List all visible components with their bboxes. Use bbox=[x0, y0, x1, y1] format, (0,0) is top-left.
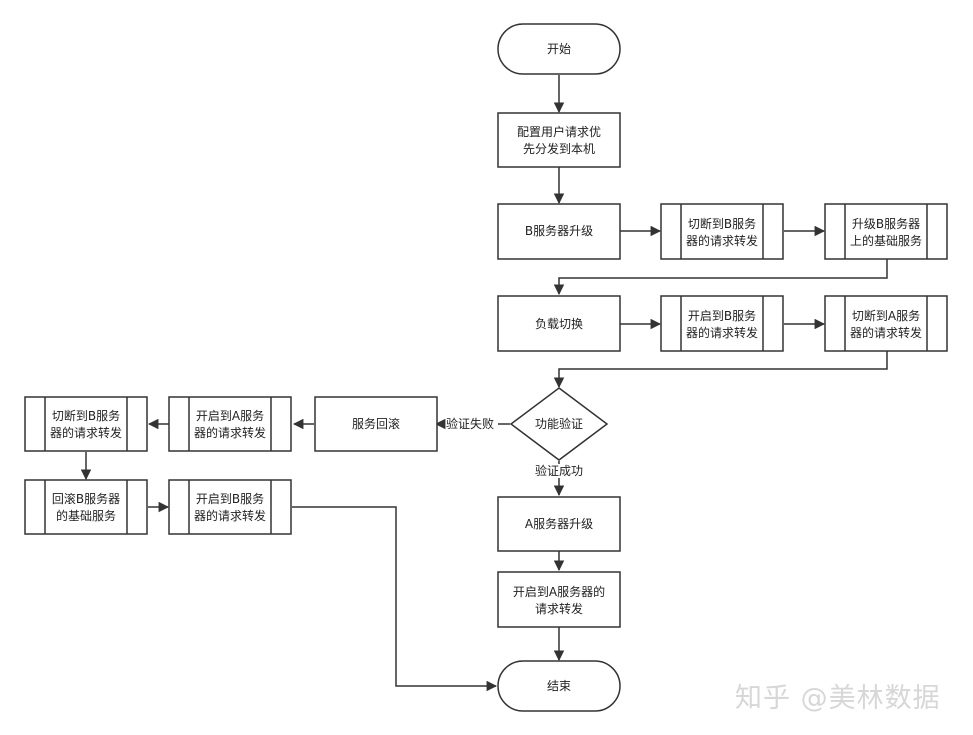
node-open-a-2-line1: 开启到A服务器的 bbox=[513, 584, 605, 599]
node-open-a-2-line2: 请求转发 bbox=[535, 601, 583, 616]
node-open-b-2-line1: 开启到B服务 bbox=[196, 491, 264, 506]
node-end-label: 结束 bbox=[547, 679, 571, 693]
edge-cuta-verify bbox=[553, 351, 888, 389]
node-load-switch-label: 负载切换 bbox=[535, 317, 583, 331]
node-open-a-1-line1: 开启到A服务 bbox=[196, 408, 264, 423]
node-upgrade-b-base-line2: 上的基础服务 bbox=[850, 233, 922, 248]
node-rollback-label: 服务回滚 bbox=[352, 416, 400, 431]
node-cut-b-1-line2: 器的请求转发 bbox=[686, 233, 758, 248]
node-open-b-2: 开启到B服务 器的请求转发 bbox=[168, 479, 292, 535]
edge-label-fail: 验证失败 bbox=[446, 416, 494, 431]
node-cut-b-2-line1: 切断到B服务 bbox=[52, 408, 120, 423]
node-rollback-b-base-line1: 回滚B服务器 bbox=[52, 491, 120, 506]
node-cut-b-2-line2: 器的请求转发 bbox=[50, 425, 122, 440]
node-cut-a-line2: 器的请求转发 bbox=[850, 325, 922, 340]
node-start: 开始 bbox=[497, 23, 621, 75]
edge-label-success: 验证成功 bbox=[535, 463, 583, 478]
node-open-a-1: 开启到A服务 器的请求转发 bbox=[168, 396, 292, 452]
node-cut-a: 切断到A服务 器的请求转发 bbox=[824, 295, 948, 352]
node-cut-b-1-line1: 切断到B服务 bbox=[688, 216, 756, 231]
node-open-b-line1: 开启到B服务 bbox=[688, 308, 756, 323]
node-open-b-line2: 器的请求转发 bbox=[686, 325, 758, 340]
node-open-a-2: 开启到A服务器的 请求转发 bbox=[497, 571, 621, 628]
edge-upgradebase-loadswitch bbox=[553, 259, 888, 296]
node-verify-label: 功能验证 bbox=[535, 416, 583, 431]
node-a-upgrade: A服务器升级 bbox=[497, 496, 621, 552]
node-cut-a-line1: 切断到A服务 bbox=[852, 308, 920, 323]
watermark: 知乎 @美林数据 bbox=[735, 683, 941, 714]
node-load-switch: 负载切换 bbox=[497, 295, 621, 352]
node-cut-b-2: 切断到B服务 器的请求转发 bbox=[24, 396, 148, 452]
node-end: 结束 bbox=[497, 660, 621, 712]
edges bbox=[80, 75, 888, 692]
node-b-upgrade-label: B服务器升级 bbox=[525, 223, 593, 238]
node-open-b-2-line2: 器的请求转发 bbox=[194, 508, 266, 523]
node-verify: 功能验证 bbox=[509, 387, 609, 461]
node-rollback-b-base: 回滚B服务器 的基础服务 bbox=[24, 479, 148, 535]
node-open-b: 开启到B服务 器的请求转发 bbox=[660, 295, 784, 352]
node-rollback-b-base-line2: 的基础服务 bbox=[56, 508, 116, 523]
node-upgrade-b-base: 升级B服务器 上的基础服务 bbox=[824, 203, 948, 260]
node-a-upgrade-label: A服务器升级 bbox=[525, 516, 593, 531]
node-upgrade-b-base-line1: 升级B服务器 bbox=[852, 216, 920, 231]
node-cut-b-1: 切断到B服务 器的请求转发 bbox=[660, 203, 784, 260]
node-b-upgrade: B服务器升级 bbox=[497, 203, 621, 260]
node-start-label: 开始 bbox=[547, 42, 571, 56]
node-config-line1: 配置用户请求优 bbox=[517, 124, 601, 139]
edge-openb2-end bbox=[292, 506, 498, 692]
node-rollback: 服务回滚 bbox=[314, 396, 438, 452]
node-open-a-1-line2: 器的请求转发 bbox=[194, 425, 266, 440]
node-config-line2: 先分发到本机 bbox=[523, 141, 595, 156]
node-config: 配置用户请求优 先分发到本机 bbox=[497, 112, 621, 168]
